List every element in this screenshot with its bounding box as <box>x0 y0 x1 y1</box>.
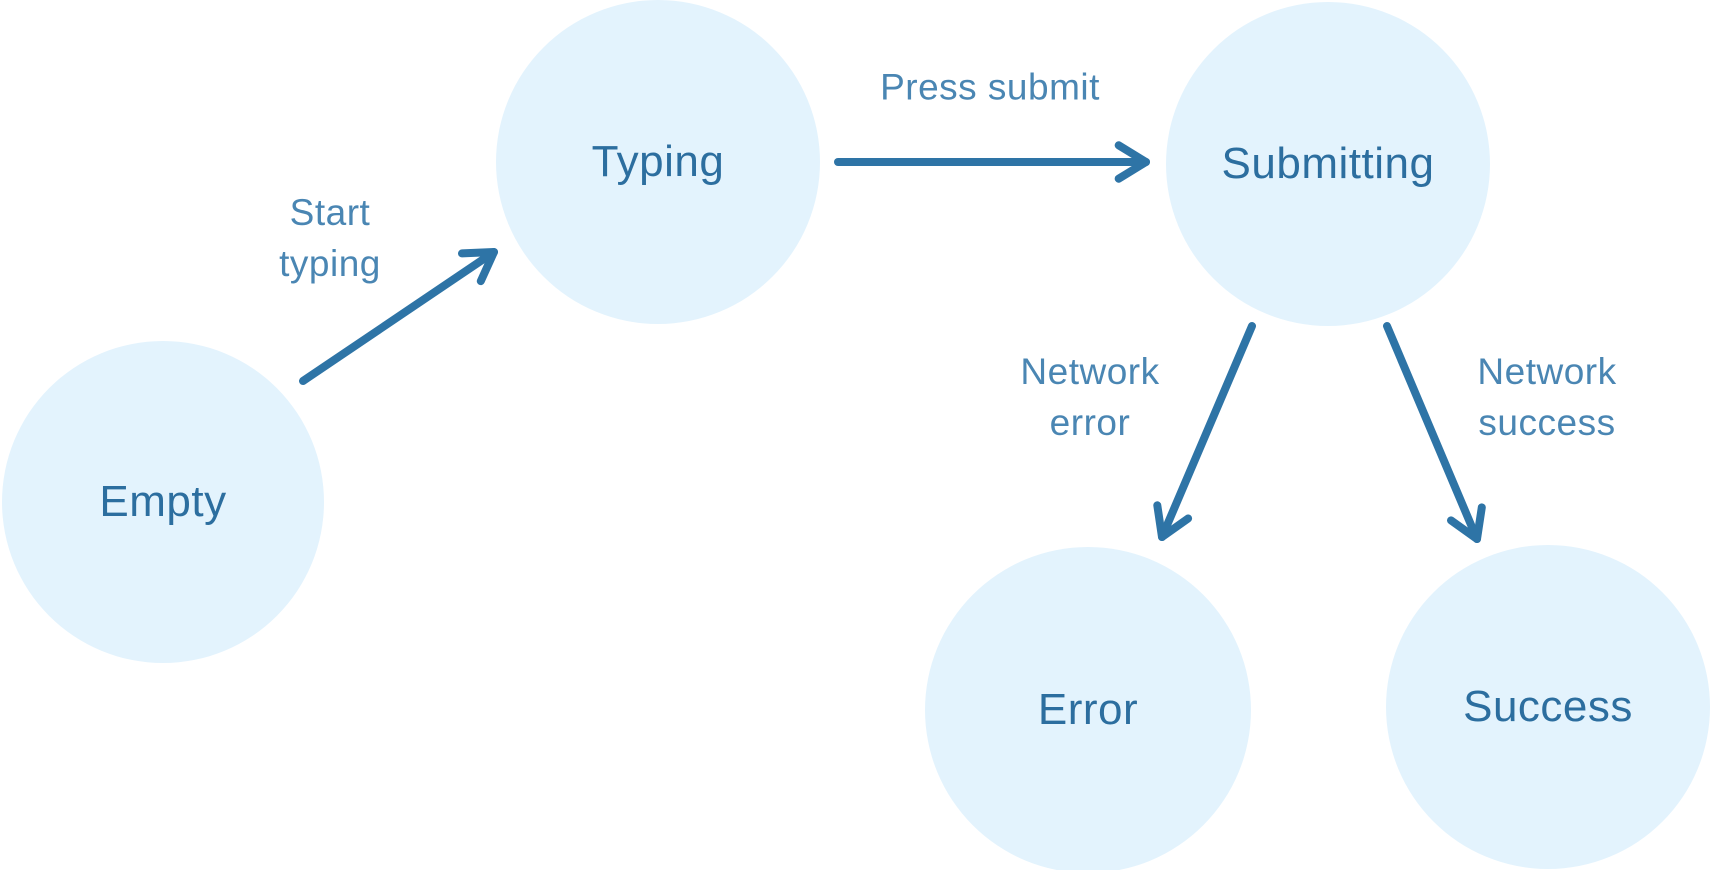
transition-label-network-error: Network error <box>1020 351 1160 443</box>
transition-arrow-press-submit <box>834 141 1150 183</box>
state-node-typing: Typing <box>496 0 820 324</box>
state-label-submitting: Submitting <box>1221 139 1435 188</box>
transition-label-start-typing: Start typing <box>279 192 381 284</box>
state-node-error: Error <box>925 547 1251 870</box>
transition-arrow-network-error <box>1153 322 1256 541</box>
arrow-shaft <box>299 248 498 385</box>
transition-arrow-start-typing <box>299 248 498 385</box>
state-label-typing: Typing <box>591 137 725 186</box>
state-node-success: Success <box>1386 545 1710 869</box>
transition-arrow-network-success <box>1383 322 1486 543</box>
state-node-submitting: Submitting <box>1166 2 1490 326</box>
arrow-shaft <box>1158 322 1256 541</box>
arrowhead-icon <box>1153 501 1193 541</box>
transition-label-network-success: Network success <box>1477 351 1617 443</box>
arrowhead-icon <box>1114 141 1150 183</box>
state-label-success: Success <box>1463 682 1633 731</box>
arrow-shaft <box>1383 322 1481 543</box>
state-label-error: Error <box>1037 685 1139 734</box>
arrowhead-icon <box>1447 503 1486 543</box>
state-node-empty: Empty <box>2 341 324 663</box>
state-label-empty: Empty <box>99 477 227 526</box>
transition-label-press-submit: Press submit <box>880 66 1100 108</box>
arrowhead-icon <box>458 248 498 286</box>
